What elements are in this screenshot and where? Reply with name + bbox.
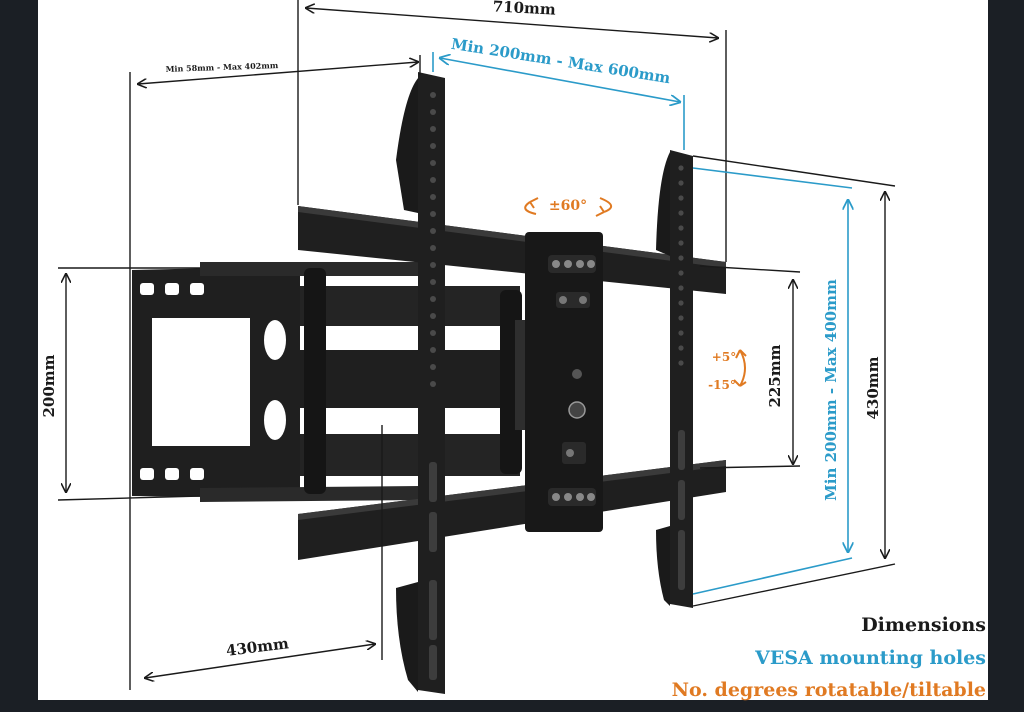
arrow-extension <box>138 62 418 84</box>
extension-line-430-bottom <box>692 563 896 607</box>
swivel-arrow-left-icon <box>524 201 537 215</box>
vertical-arm-right <box>656 150 693 608</box>
arrow-vesa-horizontal <box>440 58 680 102</box>
label-tilt-up: +5° <box>712 350 736 364</box>
extension-line-225-bottom <box>699 465 801 469</box>
vesa-extension-top <box>692 167 853 189</box>
rotation-symbols <box>524 197 747 387</box>
tilt-head <box>525 232 603 532</box>
arrow-wall-plate-width <box>145 644 375 678</box>
tilt-arrow-icon <box>739 349 746 387</box>
legend: Dimensions VESA mounting holes No. degre… <box>672 614 986 701</box>
label-extension: Min 58mm - Max 402mm <box>165 60 278 74</box>
label-total-width: 710mm <box>492 0 556 19</box>
vesa-extension-bottom <box>692 557 853 595</box>
label-wall-plate-height: 200mm <box>40 354 58 417</box>
swivel-arrow-right-icon <box>599 197 612 213</box>
label-arm-height: 225mm <box>766 344 784 407</box>
dimension-lines <box>57 0 896 690</box>
legend-vesa: VESA mounting holes <box>754 647 986 669</box>
mount-illustration <box>132 72 726 694</box>
label-bracket-height: 430mm <box>864 356 882 419</box>
wall-plate <box>132 262 420 502</box>
legend-dimensions: Dimensions <box>861 614 986 636</box>
extension-line-225-top <box>699 265 801 273</box>
vertical-arm-left <box>396 72 445 694</box>
horizontal-rails <box>298 206 726 560</box>
label-tilt-down: -15° <box>708 378 736 392</box>
extension-line-200-bottom <box>57 495 201 501</box>
vesa-lines <box>432 52 853 595</box>
articulating-arms <box>300 268 535 494</box>
label-vesa-vertical: Min 200mm - Max 400mm <box>822 279 840 501</box>
arrow-total-width <box>306 8 718 38</box>
extension-line-430-top <box>692 155 896 187</box>
legend-rotation: No. degrees rotatable/tiltable <box>672 679 986 701</box>
label-swivel: ±60° <box>549 198 587 214</box>
